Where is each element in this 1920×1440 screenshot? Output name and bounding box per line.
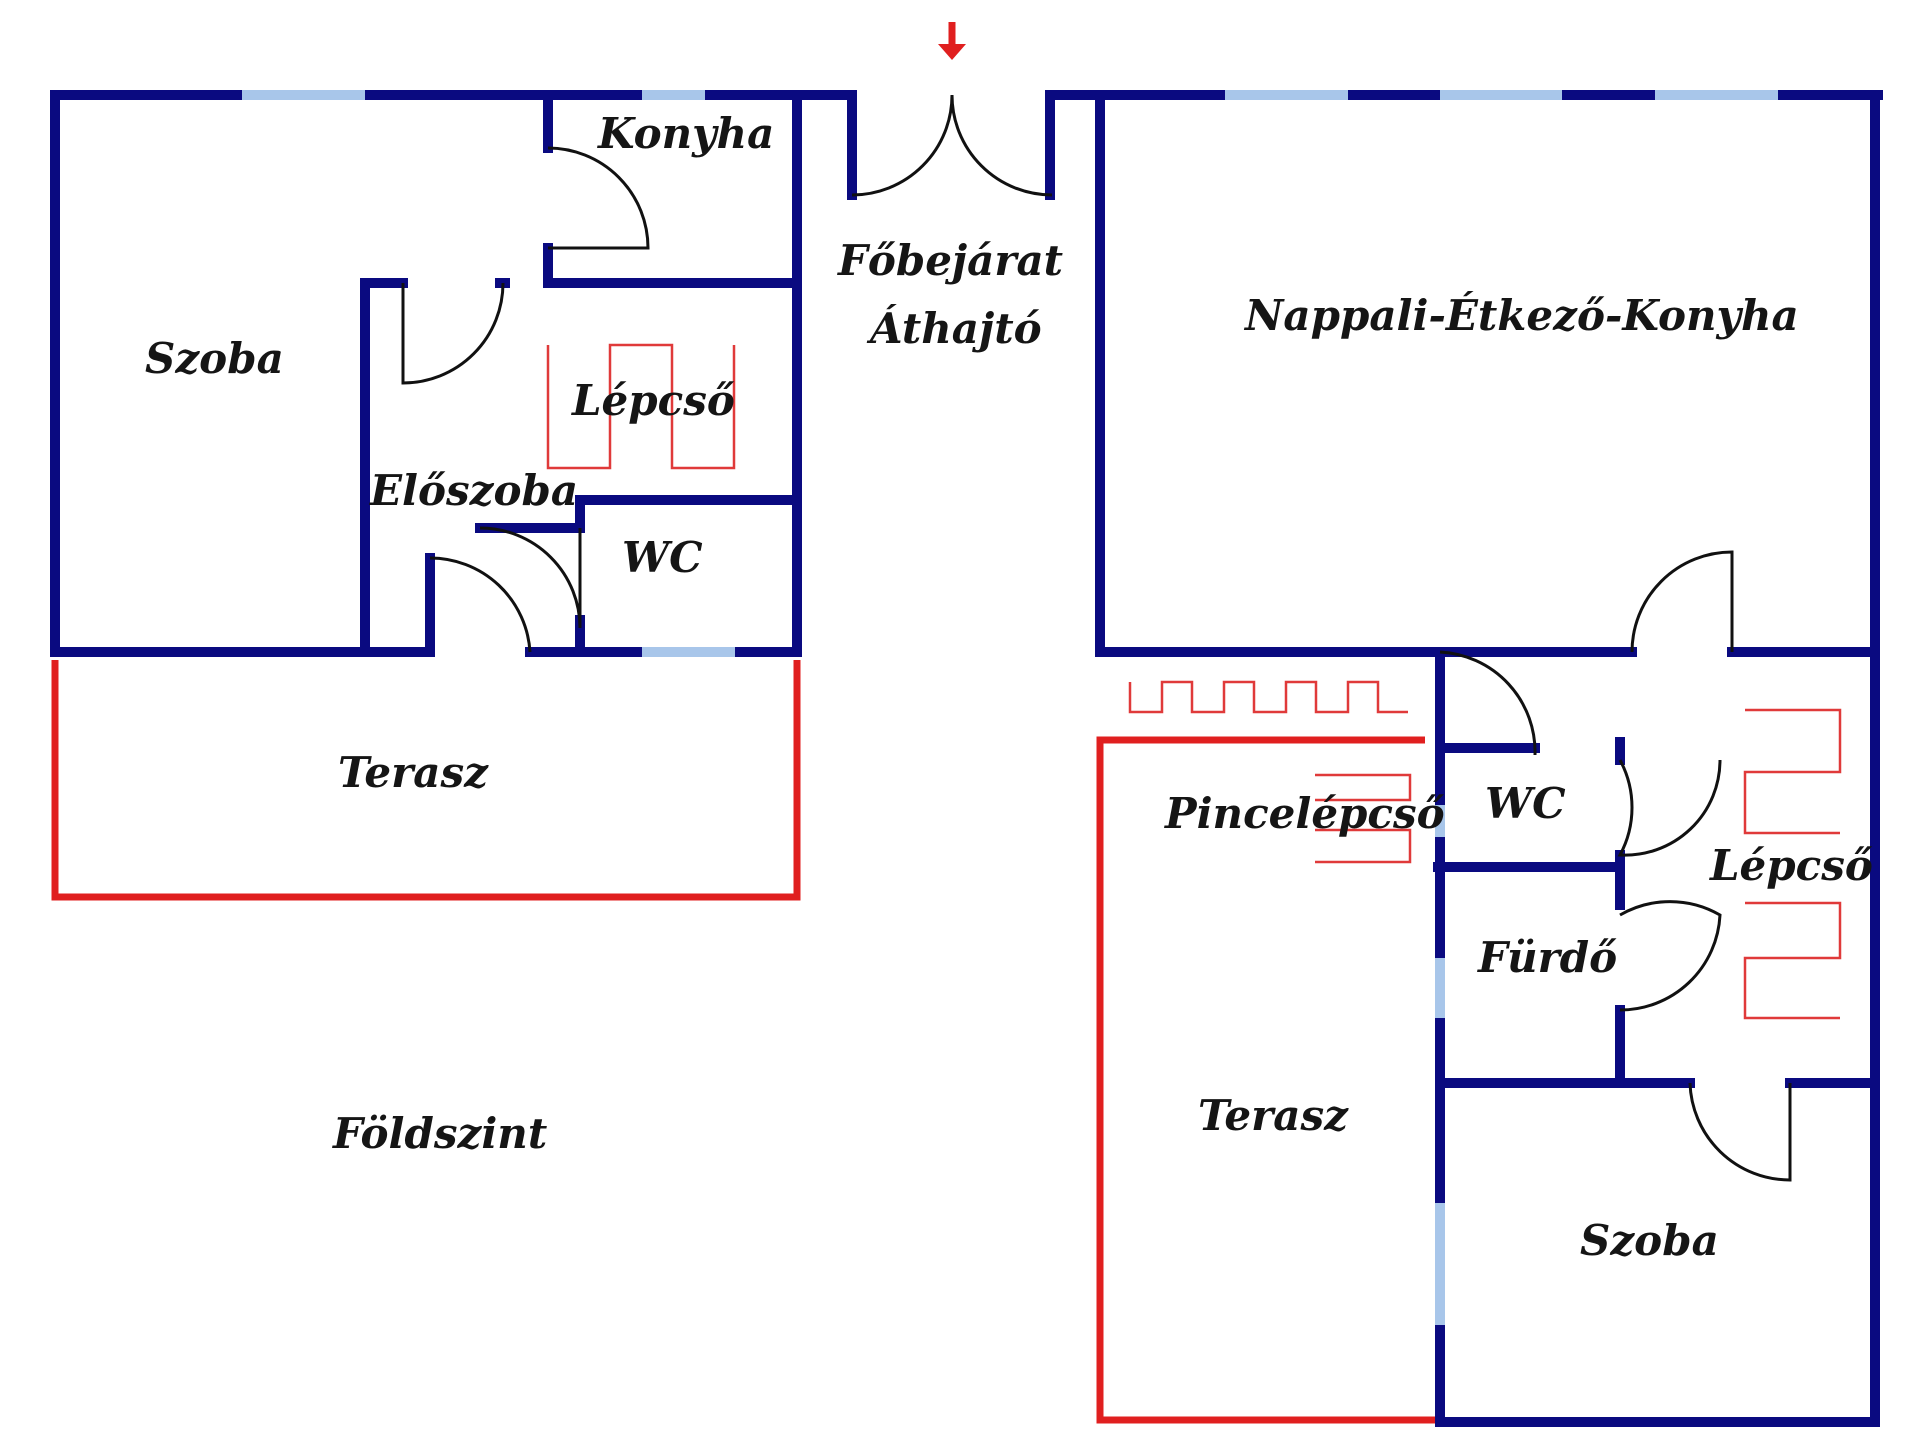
left-hall-label: Előszoba: [369, 466, 578, 515]
left-unit-windows: [242, 90, 735, 657]
bathroom-label: Fürdő: [1477, 933, 1617, 982]
entrance-walls: [847, 90, 1055, 200]
passage-label: Áthajtó: [866, 303, 1042, 353]
left-room-label: Szoba: [145, 334, 284, 383]
left-kitchen-label: Konyha: [597, 109, 774, 158]
right-unit: Nappali-Étkező-Konyha Pincelépcső WC Lép…: [1045, 90, 1883, 1427]
right-unit-doors: [1439, 550, 1792, 1182]
left-wc-label: WC: [622, 533, 703, 582]
right-wc-label: WC: [1485, 779, 1566, 828]
right-room-label: Szoba: [1580, 1216, 1719, 1265]
left-stairs-label: Lépcső: [571, 376, 735, 425]
left-terrace-label: Terasz: [338, 748, 489, 797]
left-unit: Szoba Konyha Lépcső Előszoba WC Terasz: [50, 90, 857, 901]
entrance: Főbejárat Áthajtó: [837, 22, 1063, 353]
right-stairs-label: Lépcső: [1709, 841, 1873, 890]
left-unit-interior-walls: [360, 90, 802, 657]
right-unit-windows: [1225, 90, 1778, 1325]
right-terrace-label: Terasz: [1198, 1091, 1349, 1140]
right-terrace-outline: [1096, 736, 1435, 1424]
cellar-stairs-label: Pincelépcső: [1164, 789, 1445, 838]
right-unit-interior-walls: [1433, 647, 1880, 1427]
cellar-stairs-symbol-top: [1128, 680, 1408, 714]
main-entrance-label: Főbejárat: [837, 236, 1063, 285]
left-unit-doors: [401, 146, 650, 653]
floor-level-label: Földszint: [332, 1109, 547, 1158]
cellar-stairs-symbol-side: [1315, 773, 1412, 864]
entrance-double-door: [851, 94, 1053, 197]
right-unit-stairs-symbol: [1743, 708, 1842, 1020]
entrance-arrow-icon: [938, 22, 966, 60]
left-unit-stairs-symbol: [546, 343, 736, 470]
left-unit-outer-wall: [50, 90, 857, 657]
left-terrace-outline: [51, 660, 801, 901]
living-dining-kitchen-label: Nappali-Étkező-Konyha: [1243, 290, 1799, 340]
